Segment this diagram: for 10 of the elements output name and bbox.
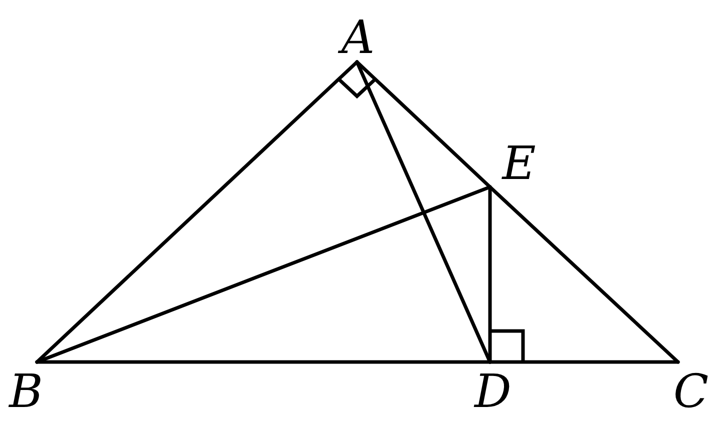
line-segment: [355, 60, 492, 364]
line-segment: [488, 360, 680, 364]
line-segment: [35, 360, 492, 364]
line-segment: [35, 185, 492, 364]
vertex-label: B: [3, 362, 49, 420]
vertex-label: C: [666, 362, 716, 420]
vertex-label: A: [335, 12, 381, 62]
line-segment: [488, 185, 492, 364]
vertex-label: D: [468, 362, 518, 420]
vertex-label: E: [490, 138, 548, 187]
